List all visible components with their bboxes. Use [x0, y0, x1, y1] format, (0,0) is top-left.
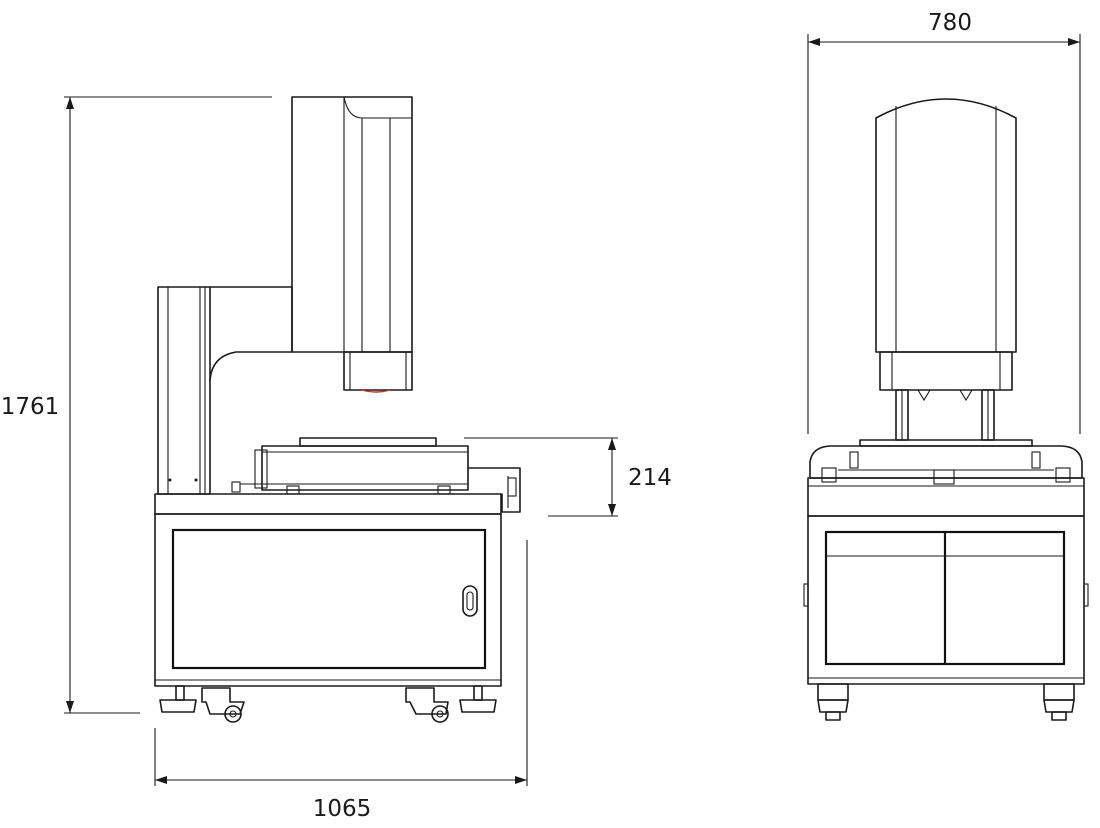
caster-wheel-icon: [825, 711, 841, 721]
caster-wheel-icon: [1051, 711, 1067, 721]
side-view: 1761 1065 214: [1, 96, 672, 822]
side-arm: [209, 286, 293, 381]
dimension-width-side-label: 1065: [313, 796, 372, 822]
caster-wheel-icon: [431, 705, 449, 723]
dimension-height: 1761: [1, 96, 272, 714]
front-view: 780: [803, 10, 1089, 721]
door-handle-icon: [462, 585, 478, 617]
side-feet: [159, 685, 497, 723]
dimension-height-label: 1761: [1, 394, 60, 420]
dimension-width-front: 780: [807, 10, 1081, 434]
side-stage: [231, 437, 521, 513]
caster-wheel-icon: [224, 705, 242, 723]
front-feet: [817, 683, 1075, 721]
side-column: [157, 286, 211, 495]
front-stage: [809, 439, 1083, 485]
lens-icon: [361, 389, 391, 393]
dimension-table-height-label: 214: [628, 465, 672, 491]
side-measuring-head: [291, 96, 413, 393]
front-cabinet: [803, 515, 1089, 685]
front-posts: [895, 389, 995, 441]
dimension-width-front-label: 780: [928, 10, 972, 36]
front-measuring-head: [875, 98, 1017, 402]
side-base-top: [154, 493, 502, 515]
side-cabinet: [154, 513, 502, 687]
dimension-table-height: 214: [464, 437, 672, 517]
dimension-width-side: 1065: [154, 540, 528, 822]
